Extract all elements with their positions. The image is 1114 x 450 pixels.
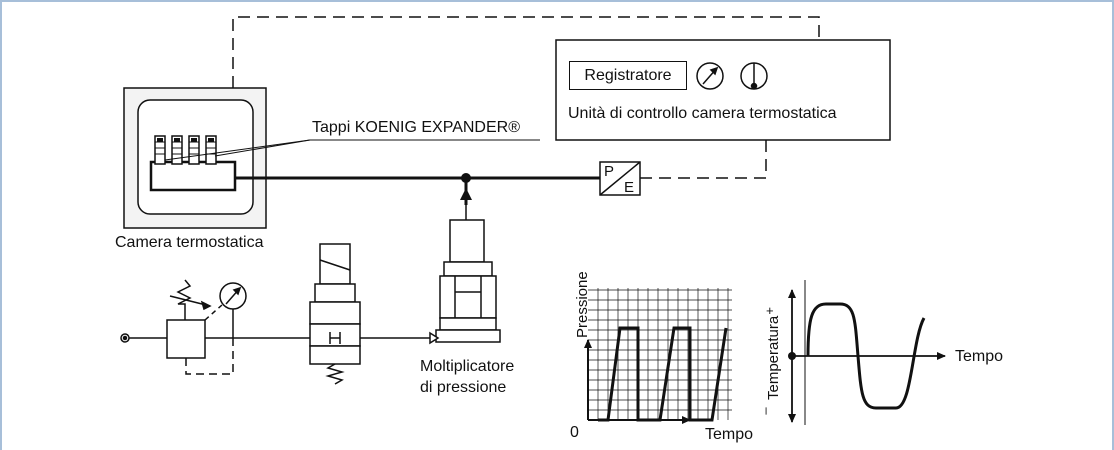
pe-label-p: P: [604, 163, 615, 180]
pe-label-e: E: [624, 179, 635, 196]
solenoid-valve: [309, 243, 361, 385]
manometer: [219, 282, 247, 338]
pressure-regulator: [166, 279, 234, 375]
temperature-minus-label: –: [757, 407, 773, 415]
pressure-multiplier: [435, 205, 501, 343]
gauge-icon: [696, 62, 724, 90]
plugs-label: Tappi KOENIG EXPANDER®: [312, 119, 520, 136]
pressure-curve: [598, 326, 728, 422]
multiplier-label-line1: Moltiplicatore: [420, 358, 515, 375]
thermometer-icon: [740, 62, 768, 90]
temperature-plus-label: +: [766, 303, 774, 318]
pe-transducer: [599, 161, 641, 196]
pressure-axis-label: Pressione: [574, 271, 591, 338]
dashed-signal-lines: [232, 16, 820, 179]
chamber-label: Camera termostatica: [115, 234, 264, 251]
temperature-curve: [806, 302, 926, 410]
control-unit-label: Unità di controllo camera termostatica: [568, 105, 837, 122]
recorder-label: Registratore: [584, 66, 672, 84]
pressure-time-label: Tempo: [705, 426, 754, 443]
pressure-origin-label: 0: [570, 424, 579, 441]
thermostatic-chamber: [123, 87, 540, 229]
pressure-line: [235, 176, 600, 205]
control-unit-box: [555, 39, 891, 141]
multiplier-label-line2: di pressione: [420, 379, 507, 396]
temperature-graph: [788, 280, 946, 425]
temperature-time-label: Tempo: [955, 348, 1004, 365]
temperature-axis-label: Temperatura: [765, 315, 782, 400]
recorder-box: Registratore: [569, 61, 687, 90]
pressure-graph: [584, 288, 732, 424]
